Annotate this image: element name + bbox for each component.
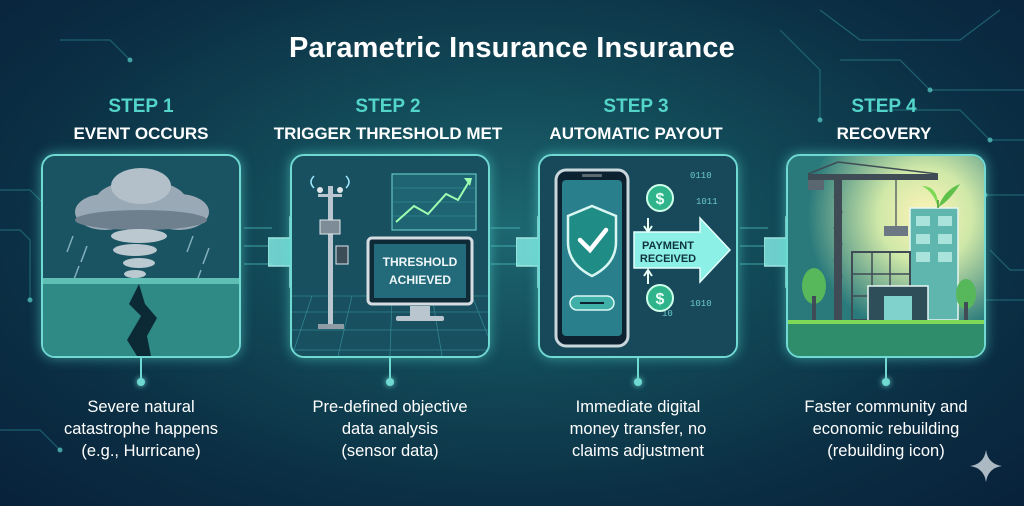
coin-symbol: $ <box>656 291 665 308</box>
step-2-connector-dot <box>386 378 394 386</box>
step-3-header: STEP 3 AUTOMATIC PAYOUT <box>516 96 756 144</box>
step-3-desc-line: Immediate digital <box>575 398 701 416</box>
step-4-header: STEP 4 RECOVERY <box>764 96 1004 144</box>
step-4-connector-dot <box>882 378 890 386</box>
step-1-name: EVENT OCCURS <box>73 124 209 143</box>
step-1-desc-line: (e.g., Hurricane) <box>81 442 201 460</box>
binary-text: 1010 <box>690 299 712 309</box>
step-2-name: TRIGGER THRESHOLD MET <box>273 124 503 143</box>
step-1-connector-dot <box>137 378 145 386</box>
step-4-desc-line: Faster community and <box>804 398 968 416</box>
step-2-desc-line: data analysis <box>341 420 439 438</box>
step-3-connector <box>637 358 639 382</box>
phone-payment-icon: 0110 1011 1010 01 10 $ $ PAYMEN <box>540 156 736 356</box>
monitor-text-line: ACHIEVED <box>389 273 451 287</box>
step-3-desc-line: claims adjustment <box>571 442 705 460</box>
step-1-connector <box>140 358 142 382</box>
sparkle-icon <box>970 450 1002 482</box>
hurricane-earthquake-icon <box>43 156 239 356</box>
step-2-header: STEP 2 TRIGGER THRESHOLD MET <box>268 96 508 144</box>
step-3-description: Immediate digital money transfer, no cla… <box>518 396 758 462</box>
step-4-number: STEP 4 <box>851 96 917 117</box>
payment-text-line: PAYMENT <box>642 240 694 252</box>
step-1-number: STEP 1 <box>108 96 174 117</box>
construction-rebuilding-icon <box>788 156 984 356</box>
coin-symbol: $ <box>656 191 665 208</box>
step-1-desc-line: Severe natural <box>87 398 195 416</box>
step-4-desc-line: (rebuilding icon) <box>827 442 945 460</box>
payment-text-line: RECEIVED <box>640 253 696 265</box>
monitor-text-line: THRESHOLD <box>383 255 458 269</box>
binary-text: 1011 <box>696 197 718 207</box>
binary-text: 10 <box>662 309 673 319</box>
step-2-description: Pre-defined objective data analysis (sen… <box>270 396 510 462</box>
page-title: Parametric Insurance Insurance <box>288 32 736 64</box>
step-3-name: AUTOMATIC PAYOUT <box>549 124 723 143</box>
step-1-desc-line: catastrophe happens <box>63 420 219 438</box>
step-1-description: Severe natural catastrophe happens (e.g.… <box>21 396 261 462</box>
step-2-desc-line: (sensor data) <box>341 442 439 460</box>
step-4-description: Faster community and economic rebuilding… <box>766 396 1006 462</box>
step-4-name: RECOVERY <box>836 124 932 143</box>
step-3-connector-dot <box>634 378 642 386</box>
step-2-connector <box>389 358 391 382</box>
step-2-number: STEP 2 <box>355 96 421 117</box>
step-2-card: THRESHOLD ACHIEVED <box>290 154 490 358</box>
binary-text: 0110 <box>690 171 712 181</box>
step-4-connector <box>885 358 887 382</box>
step-3-card: 0110 1011 1010 01 10 $ $ PAYMEN <box>538 154 738 358</box>
step-1-card <box>41 154 241 358</box>
step-3-number: STEP 3 <box>603 96 669 117</box>
step-4-desc-line: economic rebuilding <box>812 420 960 438</box>
step-1-header: STEP 1 EVENT OCCURS <box>21 96 261 144</box>
step-4-card <box>786 154 986 358</box>
step-2-desc-line: Pre-defined objective <box>312 398 468 416</box>
sensor-threshold-icon: THRESHOLD ACHIEVED <box>292 156 488 356</box>
step-3-desc-line: money transfer, no <box>569 420 707 438</box>
